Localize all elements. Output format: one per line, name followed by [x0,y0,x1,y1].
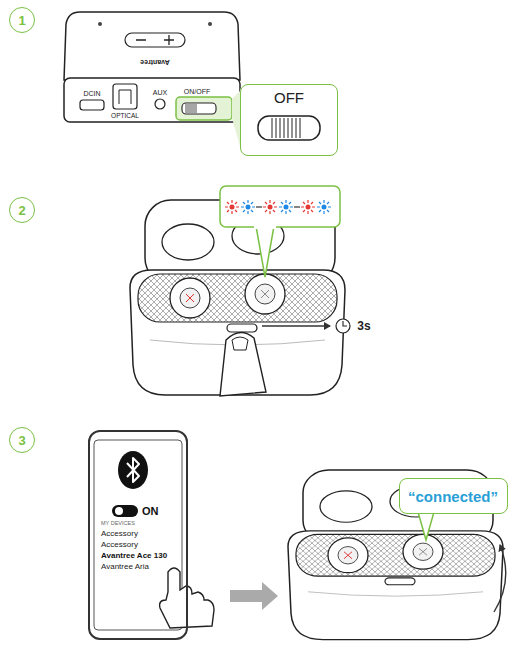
phone-and-case [88,430,506,640]
blue-led [241,200,255,214]
hold-arrow [262,325,330,326]
red-led [263,200,277,214]
clock-icon [336,319,350,333]
power-switch [182,103,216,114]
node-text: 1 [18,14,25,27]
step-number: 2 [9,197,35,223]
led-dot [208,22,212,26]
transmitter [64,12,338,156]
red-led [225,200,239,214]
off-switch [258,116,320,140]
part-label: DCIN [83,90,100,97]
case-closing [288,470,503,640]
off-switch-knob [272,118,300,138]
charging-case [130,186,350,396]
aux-port [155,99,165,109]
connected-callout: “connected” [399,478,508,514]
connected-pointer [418,512,434,540]
node-text: 3 [18,434,25,447]
node-text: ON [142,505,159,517]
led-dot [98,22,102,26]
close-arrow [494,545,506,612]
part-label: AUX [153,89,167,96]
bluetooth-icon [118,451,148,489]
dcin-port [80,100,104,110]
optical-port [113,84,137,109]
node-text: 2 [18,204,25,217]
pointer-join [254,225,276,229]
bluetooth-rune [127,458,139,482]
volume-button [125,33,185,47]
led-dash [256,206,262,207]
part-label: Avantree [140,59,170,66]
node-text: “connected” [408,489,498,504]
part-label: OPTICAL [111,113,139,120]
toggle-knob [115,507,123,515]
node-text: Avantree Ace 130 [101,552,167,561]
step-number: 3 [9,427,35,453]
node-text: OFF [274,90,304,107]
next-arrow [230,582,278,610]
led-pointer [256,226,274,277]
case-open [130,200,345,395]
callout-ground [240,84,338,156]
red-led [301,200,315,214]
node-text: MY DEVICES [101,520,135,526]
step-number: 1 [9,7,35,33]
off-callout: OFF [240,84,338,156]
node-text: Accessory [101,541,138,550]
finger [220,332,266,396]
switch-knob [186,104,196,113]
node-text: Accessory [101,530,138,539]
button-signs [136,35,174,45]
device-top [64,12,240,80]
part-label: ON/OFF [184,88,210,95]
phone: ONMY DEVICESAccessoryAccessoryAvantree A… [88,430,188,640]
led-dash [294,206,300,207]
blue-led [317,200,331,214]
toggle [112,505,138,517]
clock-hands [343,321,347,326]
blue-led [279,200,293,214]
switch-highlight [176,97,232,120]
led-callout [220,186,340,227]
optical-inner [119,90,131,104]
device-front [64,78,240,122]
part-label: 3s [357,320,370,332]
finger-nail [232,337,248,350]
node-text: Avantree Aria [101,563,149,572]
